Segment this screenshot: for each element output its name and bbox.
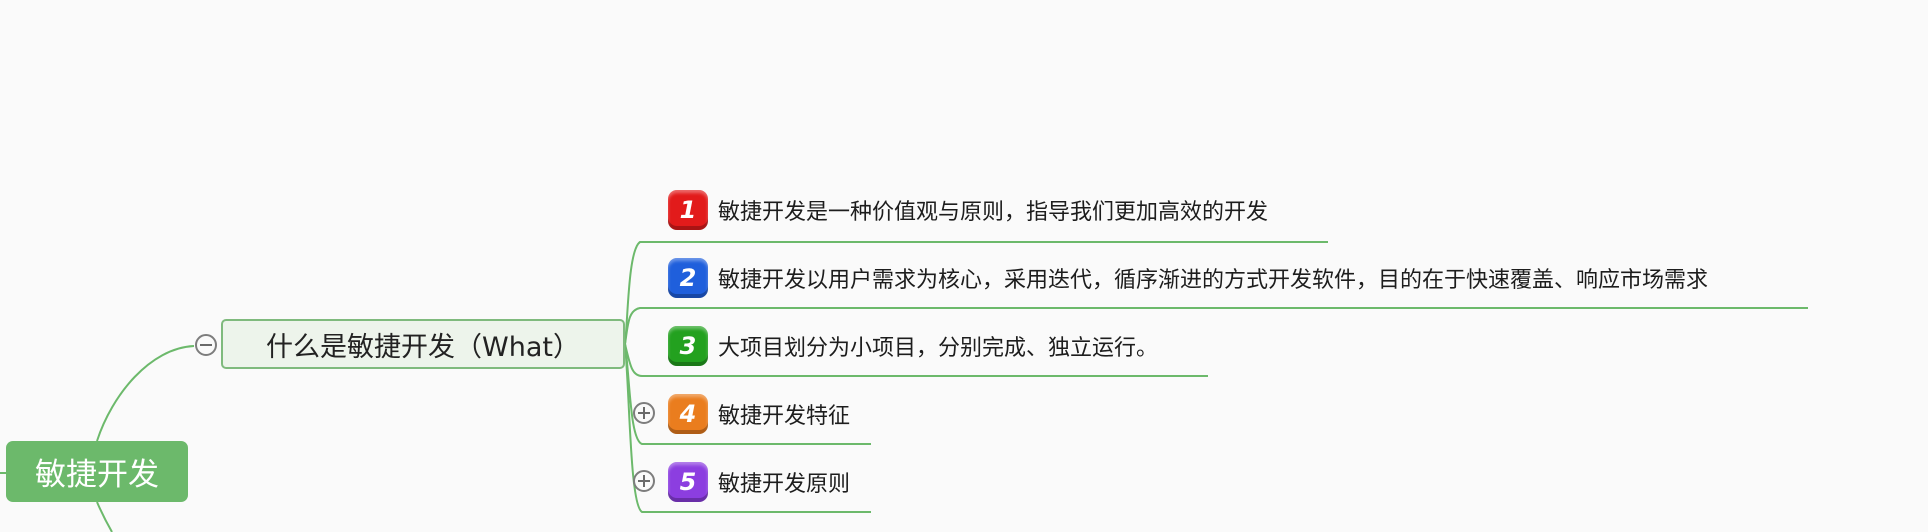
subtopic-item-2[interactable]: 2 敏捷开发以用户需求为核心，采用迭代，循序渐进的方式开发软件，目的在于快速覆盖… xyxy=(668,257,1708,299)
collapse-topic-toggle[interactable] xyxy=(195,334,217,356)
subtopic-item-label: 敏捷开发以用户需求为核心，采用迭代，循序渐进的方式开发软件，目的在于快速覆盖、响… xyxy=(718,268,1709,293)
subtopic-item-1[interactable]: 1 敏捷开发是一种价值观与原则，指导我们更加高效的开发 xyxy=(668,189,1268,231)
subtopic-item-3[interactable]: 3 大项目划分为小项目，分别完成、独立运行。 xyxy=(668,325,1158,367)
subtopic-item-5[interactable]: 5 敏捷开发原则 xyxy=(668,461,850,503)
root-topic[interactable]: 敏捷开发 xyxy=(6,441,188,502)
subtopic-item-label: 敏捷开发是一种价值观与原则，指导我们更加高效的开发 xyxy=(718,200,1269,225)
priority-3-icon: 3 xyxy=(668,326,708,366)
priority-5-icon: 5 xyxy=(668,462,708,502)
subtopic-item-label: 敏捷开发原则 xyxy=(718,472,851,497)
expand-item-5-toggle[interactable] xyxy=(633,470,655,492)
priority-1-icon: 1 xyxy=(668,190,708,230)
expand-item-4-toggle[interactable] xyxy=(633,402,655,424)
priority-4-icon: 4 xyxy=(668,394,708,434)
subtopic-item-label: 敏捷开发特征 xyxy=(718,404,851,429)
subtopic-item-4[interactable]: 4 敏捷开发特征 xyxy=(668,393,850,435)
main-topic-what[interactable]: 什么是敏捷开发（What） xyxy=(221,319,625,369)
priority-2-icon: 2 xyxy=(668,258,708,298)
subtopic-item-label: 大项目划分为小项目，分别完成、独立运行。 xyxy=(718,336,1159,361)
